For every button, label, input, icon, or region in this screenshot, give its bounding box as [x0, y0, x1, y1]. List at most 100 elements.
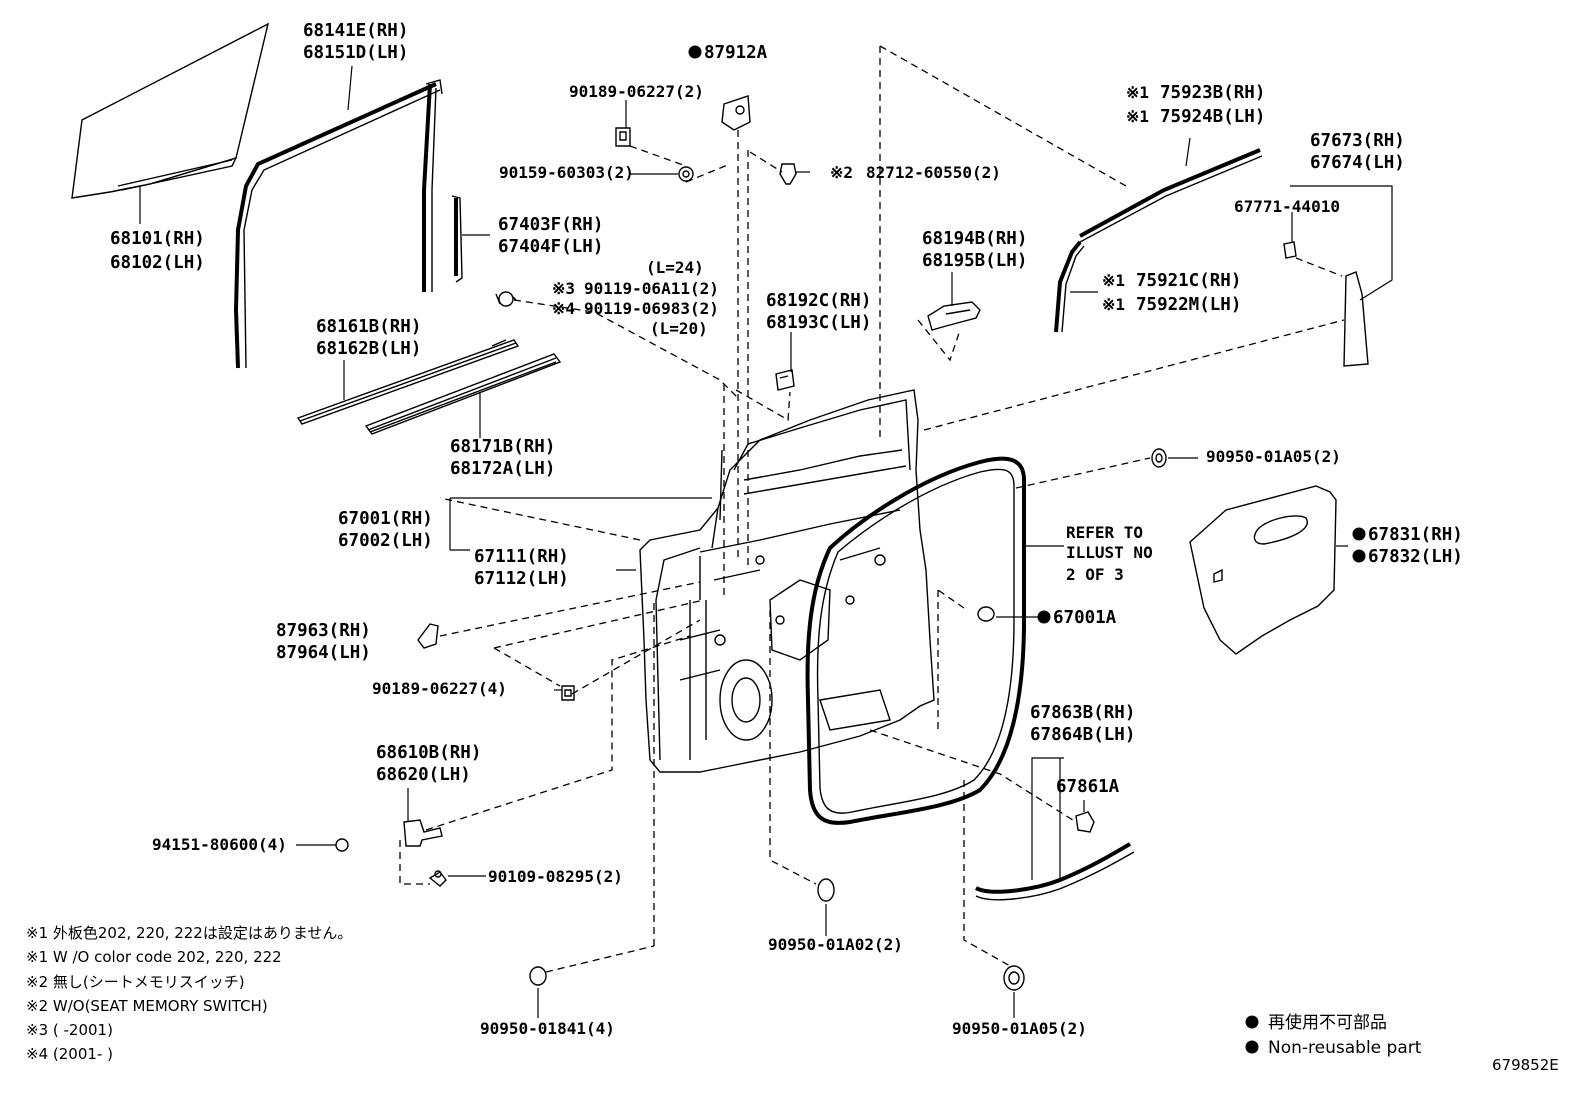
screw-90119-part: [495, 291, 517, 307]
door-glass-part: [71, 22, 270, 199]
label-67832: 67832(LH): [1368, 547, 1463, 567]
legend-text-en: Non-reusable part: [1268, 1038, 1422, 1058]
footnote-1-ja: ※1 外板色202, 220, 222は設定はありません。: [26, 924, 352, 942]
label-67771: 67771-44010: [1234, 197, 1340, 216]
note-mark-75921C: ※1: [1102, 271, 1125, 290]
legend-text-ja: 再使用不可部品: [1268, 1012, 1387, 1033]
label-75924B: 75924B(LH): [1160, 107, 1265, 127]
note-mark-82712: ※2: [830, 163, 853, 182]
label-68195B: 68195B(LH): [922, 251, 1027, 271]
label-68101: 68101(RH): [110, 229, 205, 249]
label-67002: 67002(LH): [338, 531, 433, 551]
non-reusable-dot-87912A: [688, 45, 702, 59]
note-mark-90119a: ※3: [552, 279, 575, 298]
division-bar-part: [451, 195, 463, 283]
non-reusable-dot-67831: [1352, 527, 1366, 541]
refer-text-line-2: ILLUST NO: [1066, 543, 1153, 562]
label-87912A: 87912A: [704, 43, 768, 63]
plug-90950-01A05-bottom-part: [1003, 965, 1025, 991]
label-94151: 94151-80600(4): [152, 835, 287, 854]
label-75923B: 75923B(RH): [1160, 83, 1265, 103]
cover-67673-part: [1343, 271, 1369, 367]
label-68141E: 68141E(RH): [303, 21, 408, 41]
label-67001: 67001(RH): [338, 509, 433, 529]
figure-id: 679852E: [1492, 1056, 1559, 1074]
clip-68192C-part: [775, 369, 795, 391]
legend: 再使用不可部品 Non-reusable part: [1245, 1012, 1422, 1058]
label-68193C: 68193C(LH): [766, 313, 871, 333]
belt-weatherstrip-inner-part: [364, 353, 562, 435]
clip-67001A-part: [977, 606, 995, 622]
legend-dot-2: [1245, 1040, 1259, 1054]
belt-moulding-outer-part: [296, 339, 520, 425]
label-67112: 67112(LH): [474, 569, 569, 589]
bolt-94151-part: [335, 838, 349, 852]
label-67001A: 67001A: [1053, 608, 1117, 628]
label-87963: 87963(RH): [276, 621, 371, 641]
label-90950-01841: 90950-01841(4): [480, 1019, 615, 1038]
clip-82712-part: [779, 163, 797, 185]
label-90119-06A11: 90119-06A11(2): [584, 279, 719, 298]
plug-90950-01A05-top-part: [1151, 448, 1167, 468]
glass-run-channel-part: [233, 79, 443, 369]
door-check-part: [403, 819, 443, 847]
note-mark-90119b: ※4: [552, 299, 575, 318]
assembly-dashed-lines: [399, 45, 1345, 973]
label-68162B: 68162B(LH): [316, 339, 421, 359]
clip-67861A-part: [1075, 811, 1095, 833]
leader-lines: [139, 65, 1393, 1018]
weatherstrip-lower-part: [975, 842, 1135, 901]
label-90189-top: 90189-06227(2): [569, 82, 704, 101]
footnote-1-en: ※1 W /O color code 202, 220, 222: [26, 948, 282, 966]
stabilizer-68194B-part: [927, 301, 981, 331]
refer-text-line-1: REFER TO: [1066, 523, 1143, 542]
label-90950-01A05-bottom: 90950-01A05(2): [952, 1019, 1087, 1038]
footnote-2-en: ※2 W/O(SEAT MEMORY SWITCH): [26, 997, 268, 1015]
footnotes: ※1 外板色202, 220, 222は設定はありません。 ※1 W /O co…: [26, 924, 352, 1063]
label-67861A: 67861A: [1056, 777, 1120, 797]
label-90189-lower: 90189-06227(4): [372, 679, 507, 698]
label-68192C: 68192C(RH): [766, 291, 871, 311]
label-75921C: 75921C(RH): [1136, 271, 1241, 291]
note-mark-75922M: ※1: [1102, 295, 1125, 314]
label-68161B: 68161B(RH): [316, 317, 421, 337]
label-68151D: 68151D(LH): [303, 43, 408, 63]
label-67403F: 67403F(RH): [498, 215, 603, 235]
label-68620: 68620(LH): [376, 765, 471, 785]
footnote-3: ※3 ( -2001): [26, 1021, 113, 1039]
frame-garnish-rear-part: [1054, 240, 1085, 333]
label-90119-06983: 90119-06983(2): [584, 299, 719, 318]
footnote-4: ※4 (2001- ): [26, 1045, 113, 1063]
cover-87963-part: [417, 623, 439, 649]
label-67404F: 67404F(LH): [498, 237, 603, 257]
label-67111: 67111(RH): [474, 547, 569, 567]
label-82712: 82712-60550(2): [866, 163, 1001, 182]
label-68610B: 68610B(RH): [376, 743, 481, 763]
label-90159: 90159-60303(2): [499, 163, 634, 182]
label-67673: 67673(RH): [1310, 131, 1405, 151]
note-mark-75923B: ※1: [1126, 83, 1149, 102]
label-length-24: (L=24): [646, 258, 704, 277]
door-panel-assembly-part: [639, 389, 935, 773]
bracket-87912A-part: [721, 95, 751, 131]
clip-90189-lower-part: [561, 685, 575, 701]
label-87964: 87964(LH): [276, 643, 371, 663]
clip-90189-top-part: [615, 127, 631, 147]
label-90109: 90109-08295(2): [488, 867, 623, 886]
label-67864B: 67864B(LH): [1030, 725, 1135, 745]
clip-67771-part: [1283, 241, 1297, 259]
door-weatherstrip-part: [805, 456, 1026, 825]
note-mark-75924B: ※1: [1126, 107, 1149, 126]
label-90950-01A05-top: 90950-01A05(2): [1206, 447, 1341, 466]
label-68194B: 68194B(RH): [922, 229, 1027, 249]
service-hole-cover-part: [1189, 485, 1337, 655]
non-reusable-dot-67832: [1352, 549, 1366, 563]
label-67863B: 67863B(RH): [1030, 703, 1135, 723]
plug-90950-01841-part: [529, 966, 547, 986]
label-68172A: 68172A(LH): [450, 459, 555, 479]
label-90950-01A02: 90950-01A02(2): [768, 935, 903, 954]
footnote-2-ja: ※2 無し(シートメモリスイッチ): [26, 973, 245, 991]
label-length-20: (L=20): [650, 319, 708, 338]
label-75922M: 75922M(LH): [1136, 295, 1241, 315]
